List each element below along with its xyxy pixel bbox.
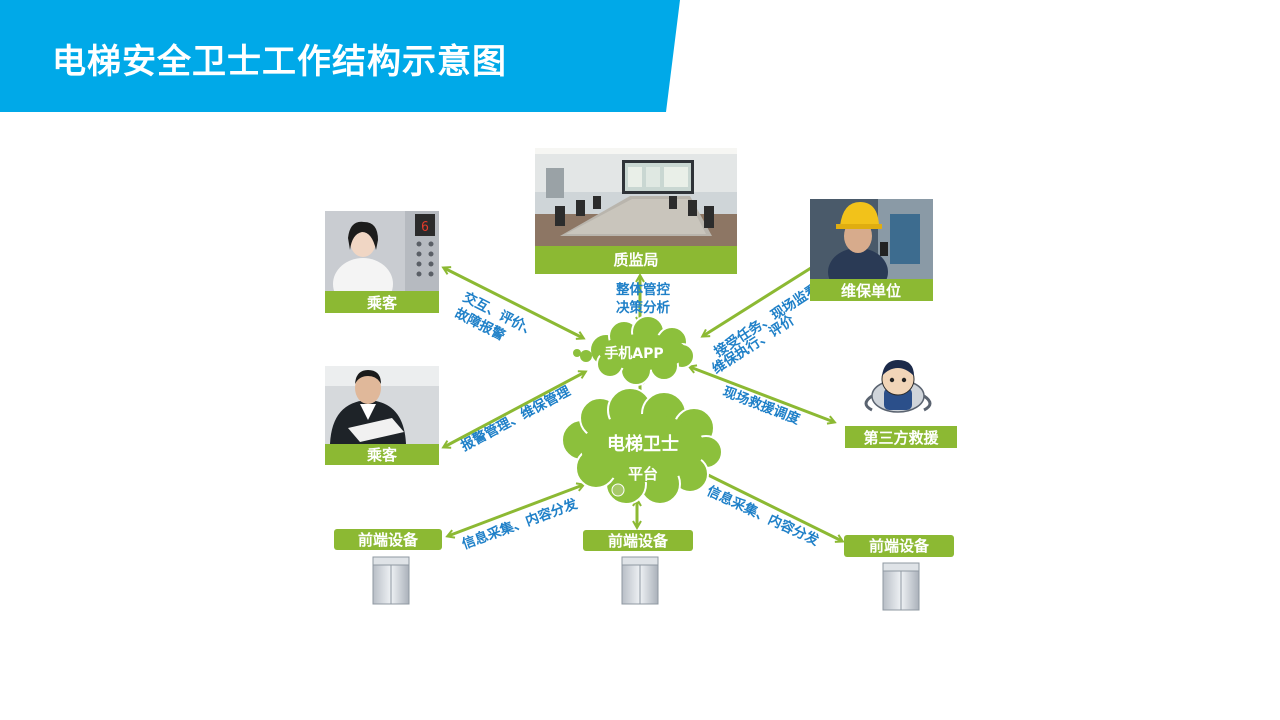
cloud-label-app: 手机APP xyxy=(604,345,663,362)
cloud-platform: 电梯卫士 平台 xyxy=(561,387,723,505)
cloud-label-platform-1: 电梯卫士 xyxy=(607,433,679,455)
elevator-cabin-right xyxy=(882,562,920,611)
node-frontend-mid: 前端设备 xyxy=(583,530,693,605)
maintenance-worker-image xyxy=(810,199,933,296)
edge-label-quality-2: 决策分析 xyxy=(616,299,670,316)
node-label-passenger-top: 乘客 xyxy=(366,294,398,312)
node-label-frontend-mid: 前端设备 xyxy=(608,532,669,550)
cloud-mobile-app: 手机APP xyxy=(573,315,695,386)
node-label-passenger-bottom: 乘客 xyxy=(366,446,398,464)
svg-text:6: 6 xyxy=(421,220,429,235)
node-label-frontend-left: 前端设备 xyxy=(358,531,419,549)
arrow-platform-frontend-right xyxy=(698,470,842,541)
page-title: 电梯安全卫士工作结构示意图 xyxy=(52,42,507,82)
meeting-room-image xyxy=(535,148,737,246)
cloud-label-platform-2: 平台 xyxy=(628,465,658,483)
title-banner xyxy=(0,0,680,112)
node-maintenance: 维保单位 xyxy=(810,199,933,301)
node-label-frontend-right: 前端设备 xyxy=(869,537,930,555)
node-passenger-bottom: 乘客 xyxy=(325,366,439,465)
arrow-platform-frontend-left xyxy=(448,485,583,536)
mascot-image xyxy=(864,360,932,413)
node-label-maintenance: 维保单位 xyxy=(841,282,901,300)
node-quality-bureau: 质监局 xyxy=(535,148,737,274)
node-label-third-party: 第三方救援 xyxy=(863,429,939,447)
node-frontend-left: 前端设备 xyxy=(334,529,442,605)
arrow-app-passenger-bottom xyxy=(444,372,585,447)
node-frontend-right: 前端设备 xyxy=(844,535,954,611)
arrow-app-passenger-top xyxy=(444,268,583,338)
edge-label-passenger-bottom: 报警管理、维保管理 xyxy=(458,382,574,454)
elevator-cabin-left xyxy=(372,556,410,605)
node-passenger-top: 6 乘客 xyxy=(325,211,439,313)
arrow-app-third-party xyxy=(690,367,834,422)
arrow-app-maintenance xyxy=(703,256,830,336)
node-third-party: 第三方救援 xyxy=(845,360,957,448)
elevator-cabin-mid xyxy=(621,556,659,605)
node-label-quality: 质监局 xyxy=(613,251,658,269)
edge-label-frontend-right: 信息采集、内容分发 xyxy=(704,482,822,549)
passenger-man-image xyxy=(325,366,439,444)
edge-label-quality-1: 整体管控 xyxy=(616,281,670,298)
